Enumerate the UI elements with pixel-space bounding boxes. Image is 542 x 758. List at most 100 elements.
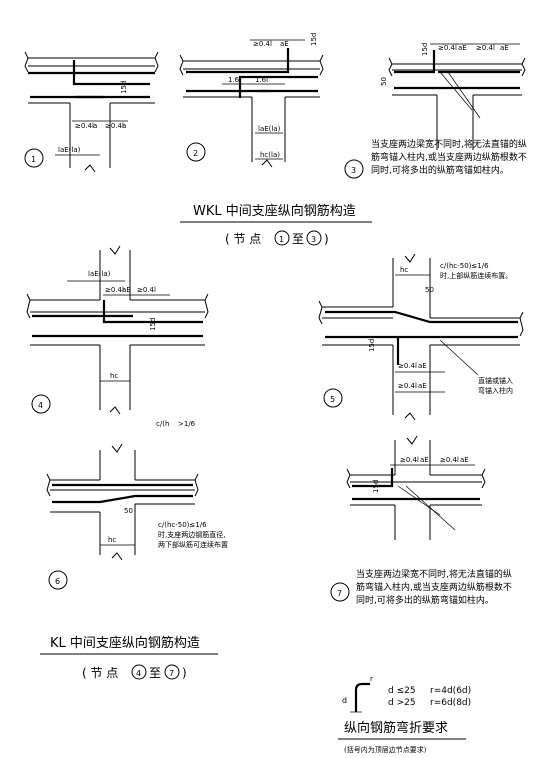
n2-lae: laE(la)	[258, 125, 281, 133]
node-1-marker	[24, 148, 44, 168]
n3-note-1: 当支座两边梁宽不同时,将无法直锚的纵	[371, 138, 527, 150]
n2-d15: 15d	[310, 33, 318, 46]
n5-side-note-2: 弯锚入柱内	[478, 386, 513, 395]
node-1: ≥0.4l a ≥0.4l a laE(la) 15d 1	[24, 51, 159, 173]
kl-sub-post: )	[182, 666, 187, 680]
node-3: ≥0.4l aE ≥0.4l aE 15d 50 当支座两边梁宽不同时,将无法直…	[344, 43, 527, 179]
n7-dim-b-sub: aE	[460, 456, 469, 464]
n4-hc: hc	[110, 372, 118, 380]
node-2: ≥0.4l aE 15d 1.6l 1.6l laE(la) hc(la) 2	[179, 33, 324, 168]
n1-num: 1	[31, 155, 36, 164]
n4-ratio: c/(h	[156, 420, 169, 428]
n7-note-3: 同时,可将多出的纵筋弯锚如柱内。	[356, 594, 494, 606]
n4-lae: laE(la)	[88, 270, 111, 278]
bend-row1-val: r=4d(6d)	[430, 686, 471, 696]
n5-d50: 50	[425, 286, 434, 294]
n6-hc: hc	[108, 536, 116, 544]
n5-d15: 15d	[368, 339, 376, 352]
n3-num: 3	[351, 166, 356, 175]
node-4: laE(la) ≥0.4l aE ≥0.4l 15d hc c/(h >1/6 …	[26, 245, 209, 428]
bend-note: (括号内为顶层边节点要求)	[344, 745, 427, 754]
n3-d15: 15d	[421, 43, 429, 56]
n4-dim-mid: ≥0.4l	[105, 286, 124, 294]
kl-sub-mid: 至	[149, 666, 161, 680]
kl-sub-b: 7	[169, 669, 174, 678]
n1-dim-lab2: a	[122, 122, 126, 130]
n4-dim-mid2: ≥0.4l	[137, 286, 156, 294]
n1-dim-lab: a	[93, 122, 97, 130]
node-2-marker	[186, 142, 206, 162]
bend-r-label: r	[370, 675, 373, 683]
bend-d-label: d	[342, 696, 347, 705]
bend-title: 纵向钢筋弯折要求	[344, 720, 448, 736]
node-6: 50 hc c/(hc-50)≤1/6 时,支座两边钢筋直径, 两下部纵筋可连续…	[46, 443, 228, 590]
n2-lab-left: 1.6l	[228, 76, 241, 84]
n7-dim-a-sub: aE	[420, 456, 429, 464]
kl-title: KL 中间支座纵向钢筋构造	[50, 635, 200, 651]
n6-ratio: c/(hc-50)≤1/6	[158, 521, 207, 529]
bend-row2-val: r=6d(8d)	[430, 698, 471, 708]
n3-dim-top2: ≥0.4l	[476, 44, 495, 52]
svg-text:15d: 15d	[120, 81, 128, 94]
n6-ratio-note-2: 两下部纵筋可连续布置	[158, 540, 228, 549]
bend-row1-cond: d ≤25	[388, 686, 416, 696]
n3-dim-top-sub: aE	[458, 44, 467, 52]
wkl-sub-pre: ( 节 点	[225, 232, 261, 246]
node-7-marker	[330, 582, 350, 602]
n2-hc: hc(la)	[260, 151, 280, 159]
wkl-sub-post: )	[324, 232, 329, 246]
n7-d15: 15d	[372, 480, 380, 493]
n1-lae: laE(la)	[58, 146, 81, 154]
n2-dim-top: ≥0.4l	[253, 40, 272, 48]
wkl-sub-b: 3	[311, 235, 316, 244]
node-4-marker	[31, 394, 51, 414]
n7-note-2: 筋弯锚入柱内,或当支座两边纵筋根数不	[356, 581, 512, 593]
n7-dim-a: ≥0.4l	[400, 456, 419, 464]
n6-num: 6	[55, 577, 60, 586]
n5-hc: hc	[400, 266, 408, 274]
wkl-sub-mid: 至	[292, 232, 304, 246]
n3-dim-top2-sub: aE	[500, 44, 509, 52]
n1-dim-mid: ≥0.4l	[75, 122, 94, 130]
n2-num: 2	[193, 149, 198, 158]
n4-d15: 15d	[149, 318, 157, 331]
n5-dim-b: ≥0.4l	[398, 382, 417, 390]
n6-ratio-note-1: 时,支座两边钢筋直径,	[158, 530, 225, 539]
wkl-sub-a: 1	[279, 235, 284, 244]
n5-dim-a-sub: aE	[418, 362, 427, 370]
node-6-marker	[48, 570, 68, 590]
wkl-title: WKL 中间支座纵向钢筋构造	[193, 203, 356, 219]
n7-note-1: 当支座两边梁宽不同时,将无法直锚的纵	[356, 568, 512, 580]
bend-row2-cond: d >25	[388, 698, 416, 708]
n5-dim-b-sub: aE	[418, 382, 427, 390]
n3-note-2: 筋弯锚入柱内,或当支座两边纵筋根数不	[371, 151, 527, 163]
n5-dim-a: ≥0.4l	[398, 362, 417, 370]
node-3-marker	[344, 159, 364, 179]
node-5: hc c/(hc-50)≤1/6 时,上部纵筋连续布置。 50 15d ≥0.4…	[318, 253, 524, 421]
n3-dim-top: ≥0.4l	[438, 44, 457, 52]
n4-ratio2: >1/6	[178, 420, 196, 428]
n5-num: 5	[330, 395, 335, 404]
node-7: ≥0.4l aE ≥0.4l aE 15d 当支座两边梁宽不同时,将无法直锚的纵…	[330, 435, 512, 606]
n1-dim-mid2: ≥0.4l	[105, 122, 124, 130]
n5-ratio: c/(hc-50)≤1/6	[440, 262, 489, 270]
wkl-title-block: WKL 中间支座纵向钢筋构造 ( 节 点 1 至 3 )	[180, 203, 372, 246]
n7-dim-b: ≥0.4l	[440, 456, 459, 464]
n4-num: 4	[38, 401, 43, 410]
n2-lab-right: 1.6l	[255, 76, 268, 84]
bend-requirement: d r d ≤25 r=4d(6d) d >25 r=6d(8d) 纵向钢筋弯折…	[338, 675, 471, 754]
n7-num: 7	[337, 589, 342, 598]
n3-note-3: 同时,可将多出的纵筋弯锚如柱内。	[371, 164, 509, 176]
n6-d50: 50	[124, 507, 133, 515]
n4-dim-sub: aE	[122, 286, 131, 294]
node-5-marker	[323, 388, 343, 408]
kl-title-block: KL 中间支座纵向钢筋构造 ( 节 点 4 至 7 )	[40, 635, 218, 680]
bend-hook	[354, 682, 370, 712]
kl-sub-a: 4	[136, 669, 141, 678]
n5-side-note-1: 直锚或锚入	[478, 376, 513, 385]
n5-ratio-note: 时,上部纵筋连续布置。	[440, 271, 512, 280]
n2-dim-top-sub: aE	[280, 40, 289, 48]
n3-d50: 50	[380, 77, 388, 86]
kl-sub-pre: ( 节 点	[82, 666, 118, 680]
